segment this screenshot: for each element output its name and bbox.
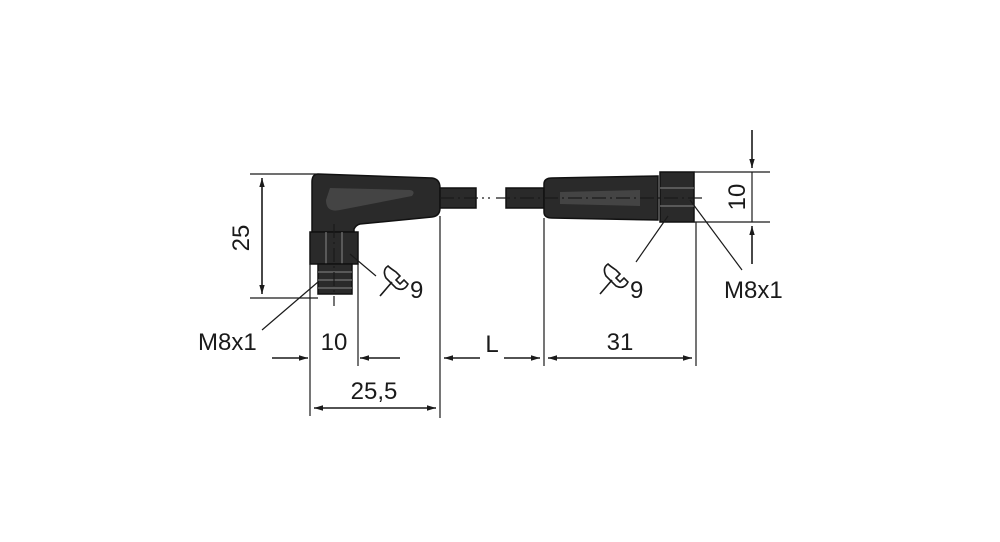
- straight-connector: [543, 171, 706, 223]
- wrench-right-callout: 9: [599, 215, 669, 304]
- dimension-height-right-label: 10: [724, 184, 751, 211]
- dimension-length-left-label: 25,5: [351, 378, 398, 405]
- dimension-length-right-label: 31: [607, 329, 634, 356]
- dimension-width-nut-left-label: 10: [321, 329, 348, 356]
- angled-connector-thread: [317, 263, 353, 295]
- thread-left-callout: M8x1: [198, 281, 319, 356]
- wrench-right-label: 9: [630, 277, 643, 304]
- thread-left-label: M8x1: [198, 329, 257, 356]
- dimension-height-right: 10: [694, 130, 770, 264]
- wrench-icon: [379, 264, 409, 297]
- wrench-left-label: 9: [410, 277, 423, 304]
- dimension-width-nut-left: 10: [272, 264, 400, 416]
- dimension-height-left: 25: [228, 173, 318, 299]
- thread-right-label: M8x1: [724, 277, 783, 304]
- dimension-cable-length: L: [444, 218, 545, 366]
- angled-connector-groove: [326, 188, 414, 211]
- dimension-length-left: 25,5: [314, 216, 441, 418]
- wrench-left-callout: 9: [349, 253, 423, 304]
- dimension-cable-length-label: L: [485, 331, 498, 358]
- cable-left: [439, 187, 490, 209]
- wrench-icon: [599, 262, 629, 295]
- straight-connector-nut: [659, 171, 695, 223]
- cable-right: [496, 187, 545, 209]
- dimension-length-right: 31: [548, 222, 697, 366]
- thread-right-callout: M8x1: [689, 199, 783, 304]
- dimension-height-left-label: 25: [228, 225, 255, 252]
- angled-connector: [309, 173, 441, 306]
